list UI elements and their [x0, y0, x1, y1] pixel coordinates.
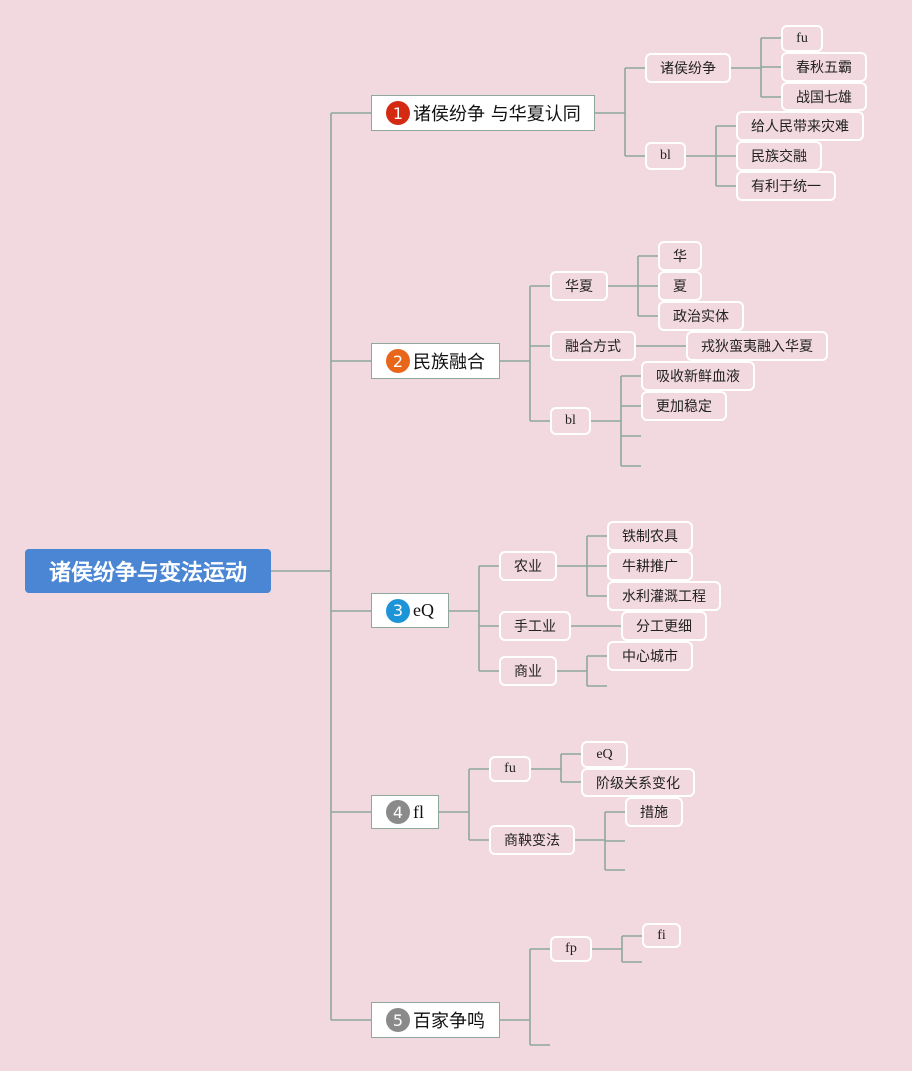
subtopic[interactable]: fp — [550, 936, 592, 962]
leaf-topic[interactable]: 吸收新鲜血液 — [641, 361, 755, 391]
number-5-icon: 5 — [386, 1008, 410, 1032]
leaf-topic[interactable]: 夏 — [658, 271, 702, 301]
connector — [557, 655, 607, 687]
connector — [557, 535, 607, 597]
leaf-topic[interactable]: 春秋五霸 — [781, 52, 867, 82]
leaf-topic[interactable]: fu — [781, 25, 823, 52]
branch-label: 诸侯纷争 与华夏认同 — [413, 104, 581, 125]
branch-label: fl — [413, 801, 424, 822]
leaf-topic[interactable]: 更加稳定 — [641, 391, 727, 421]
leaf-topic[interactable]: 中心城市 — [607, 641, 693, 671]
connector — [449, 565, 499, 672]
leaf-topic[interactable]: 阶级关系变化 — [581, 768, 695, 797]
branch-label: 百家争鸣 — [413, 1011, 485, 1032]
leaf-topic[interactable]: 水利灌溉工程 — [607, 581, 721, 611]
number-3-icon: 3 — [386, 598, 410, 623]
leaf-topic[interactable]: 有利于统一 — [736, 171, 836, 201]
leaf-topic[interactable]: 战国七雄 — [781, 82, 867, 111]
connector — [595, 67, 645, 157]
branch-3[interactable]: 3 eQ — [371, 593, 449, 628]
connector — [592, 935, 642, 963]
connector — [271, 112, 371, 1021]
leaf-topic[interactable]: fi — [642, 923, 681, 948]
subtopic[interactable]: 诸侯纷争 — [645, 53, 731, 83]
branch-1[interactable]: 1 诸侯纷争 与华夏认同 — [371, 95, 595, 131]
connector — [500, 948, 550, 1046]
leaf-topic[interactable]: 铁制农具 — [607, 521, 693, 551]
leaf-topic[interactable]: 民族交融 — [736, 141, 822, 171]
leaf-topic[interactable]: 措施 — [625, 797, 683, 827]
leaf-topic[interactable]: 分工更细 — [621, 611, 707, 641]
connector — [731, 37, 781, 98]
number-1-icon: 1 — [386, 101, 410, 125]
leaf-topic[interactable]: 政治实体 — [658, 301, 744, 331]
subtopic[interactable]: 手工业 — [499, 611, 571, 641]
subtopic[interactable]: 商业 — [499, 656, 557, 686]
connector — [500, 285, 550, 422]
connector — [531, 753, 581, 783]
subtopic[interactable]: 融合方式 — [550, 331, 636, 361]
subtopic[interactable]: fu — [489, 756, 531, 782]
connector — [591, 375, 641, 467]
connector — [608, 255, 658, 317]
branch-label: eQ — [413, 600, 434, 620]
branch-2[interactable]: 2 民族融合 — [371, 343, 500, 379]
subtopic[interactable]: bl — [550, 407, 591, 435]
leaf-topic[interactable]: 华 — [658, 241, 702, 271]
connector — [439, 768, 489, 841]
subtopic[interactable]: 华夏 — [550, 271, 608, 301]
leaf-topic[interactable]: 戎狄蛮夷融入华夏 — [686, 331, 828, 361]
leaf-topic[interactable]: eQ — [581, 741, 628, 768]
connector — [686, 125, 736, 187]
number-4-icon: 4 — [386, 800, 410, 824]
connector — [575, 811, 625, 871]
subtopic[interactable]: 农业 — [499, 551, 557, 581]
leaf-topic[interactable]: 给人民带来灾难 — [736, 111, 864, 141]
number-2-icon: 2 — [386, 349, 410, 373]
branch-label: 民族融合 — [413, 352, 485, 373]
branch-5[interactable]: 5 百家争鸣 — [371, 1002, 500, 1038]
root-topic[interactable]: 诸侯纷争与变法运动 — [25, 549, 271, 593]
leaf-topic[interactable]: 牛耕推广 — [607, 551, 693, 581]
subtopic[interactable]: bl — [645, 142, 686, 170]
subtopic[interactable]: 商鞅变法 — [489, 825, 575, 855]
branch-4[interactable]: 4 fl — [371, 795, 439, 829]
